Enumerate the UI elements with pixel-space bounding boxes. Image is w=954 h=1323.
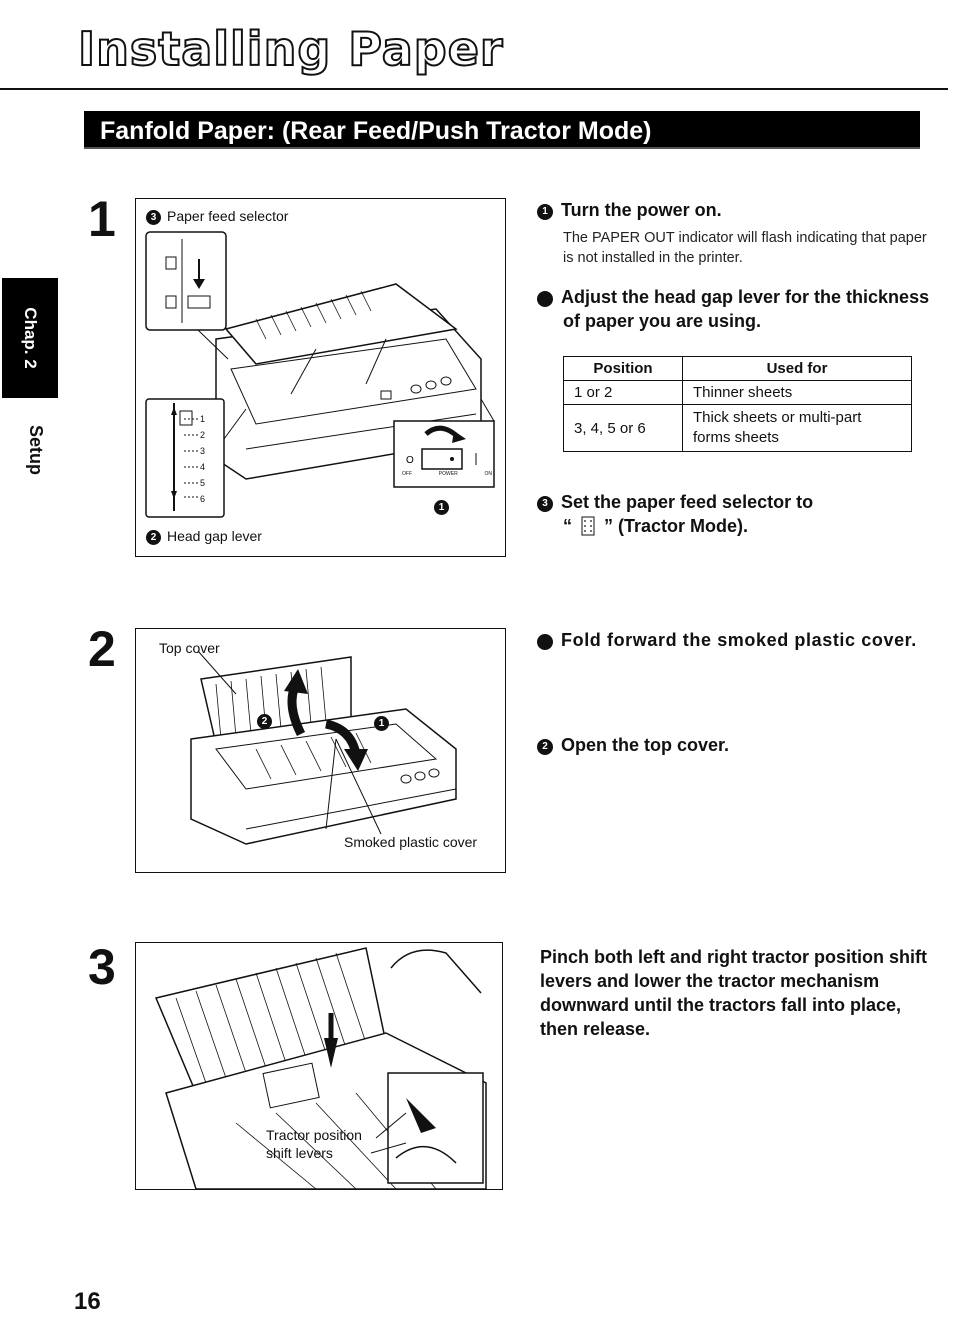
chapter-tab-label: Chap. 2: [21, 307, 40, 369]
gap-scale-1: 1: [200, 414, 206, 424]
tractor-lever-label: Tractor position shift levers: [266, 1126, 362, 1162]
instruction-1-2: 2 Adjust the head gap lever for the thick…: [529, 285, 943, 333]
top-cover-label: Top cover: [159, 640, 220, 656]
tractor-lever-label-line1: Tractor position: [266, 1127, 362, 1143]
instruction-1-1-body: The PAPER OUT indicator will flash indic…: [563, 230, 927, 266]
switch-on-label: ON: [484, 471, 492, 477]
head-gap-table: Position Used for 1 or 2 Thinner sheets …: [563, 356, 912, 452]
tractor-lever-label-line2: shift levers: [266, 1145, 333, 1161]
instruction-2-1: 1 Fold forward the smoked plastic cover.: [529, 628, 951, 652]
table-row: 3, 4, 5 or 6 Thick sheets or multi-part …: [563, 404, 912, 452]
callout-marker: 3: [146, 209, 161, 225]
figure-step-2: Top cover 2 1 Smoked plastic cover: [135, 628, 506, 873]
instruction-marker: 2: [529, 291, 553, 307]
power-switch-labels: OFF POWER ON: [402, 471, 492, 477]
callout-marker: 2: [146, 529, 161, 545]
table-cell: Thinner sheets: [682, 380, 912, 405]
instruction-marker: 2: [537, 739, 553, 755]
switch-power-label: POWER: [438, 471, 458, 477]
gap-scale-3: 3: [200, 446, 206, 456]
table-header: Used for: [682, 356, 912, 381]
table-cell: Thick sheets or multi-part forms sheets: [682, 404, 912, 452]
page-title: Installing Paper: [77, 21, 504, 77]
switch-off-label: OFF: [402, 471, 412, 477]
callout-text: Head gap lever: [167, 528, 262, 544]
page-number: 16: [74, 1288, 101, 1315]
figure-step-1: 3 Paper feed selector: [135, 198, 506, 557]
paper-feed-selector-callout: 3 Paper feed selector: [146, 208, 288, 225]
instruction-heading: Adjust the head gap lever for the thickn…: [561, 287, 930, 331]
printer-open-illustration: [190, 650, 457, 845]
printer-illustration: O: [145, 231, 495, 518]
table-header: Position: [563, 356, 683, 381]
instruction-2-2: 2 Open the top cover.: [537, 733, 927, 757]
step-number: 3: [88, 939, 116, 995]
header-rule: [0, 88, 948, 90]
tractor-mode-icon: [581, 516, 595, 536]
step-number: 1: [88, 191, 116, 247]
instruction-marker: 1: [529, 634, 553, 650]
instruction-1-3: 3 Set the paper feed selector to “ ” (Tra…: [537, 490, 927, 538]
instruction-marker: 1: [537, 204, 553, 220]
tractor-illustration: [154, 947, 487, 1189]
step-number: 2: [88, 621, 116, 677]
instruction-marker: 3: [537, 496, 553, 512]
smoked-cover-label: Smoked plastic cover: [344, 834, 478, 850]
head-gap-lever-callout: 2 Head gap lever: [146, 528, 262, 545]
instruction-heading: Open the top cover.: [561, 735, 730, 755]
instruction-heading: Set the paper feed selector to: [561, 492, 814, 512]
instruction-heading: Turn the power on.: [561, 200, 722, 220]
instruction-1-1: 1 Turn the power on.: [537, 198, 927, 222]
figure-step-3: Tractor position shift levers: [135, 942, 503, 1190]
quote-open: “: [563, 516, 572, 536]
gap-scale-2: 2: [200, 430, 206, 440]
figure-marker-1: 1: [374, 716, 389, 731]
section-tab-label: Setup: [26, 425, 46, 476]
gap-scale-4: 4: [200, 462, 206, 472]
gap-scale: 1 2 3 4 5 6: [200, 411, 205, 507]
gap-scale-6: 6: [200, 494, 206, 504]
table-row: 1 or 2 Thinner sheets: [563, 380, 912, 405]
instruction-heading-tail: ” (Tractor Mode).: [604, 516, 749, 536]
power-marker: 1: [434, 500, 449, 515]
table-cell: 3, 4, 5 or 6: [563, 404, 683, 452]
gap-scale-5: 5: [200, 478, 206, 488]
figure-marker-2: 2: [257, 714, 272, 729]
instruction-heading: Fold forward the smoked plastic cover.: [561, 630, 917, 650]
chapter-tab: Chap. 2: [2, 278, 58, 398]
svg-text:O: O: [406, 455, 414, 466]
section-title: Fanfold Paper: (Rear Feed/Push Tractor M…: [84, 111, 920, 149]
instruction-3-1: Pinch both left and right tractor positi…: [540, 947, 927, 1039]
table-cell: 1 or 2: [563, 380, 683, 405]
callout-text: Paper feed selector: [167, 208, 289, 224]
